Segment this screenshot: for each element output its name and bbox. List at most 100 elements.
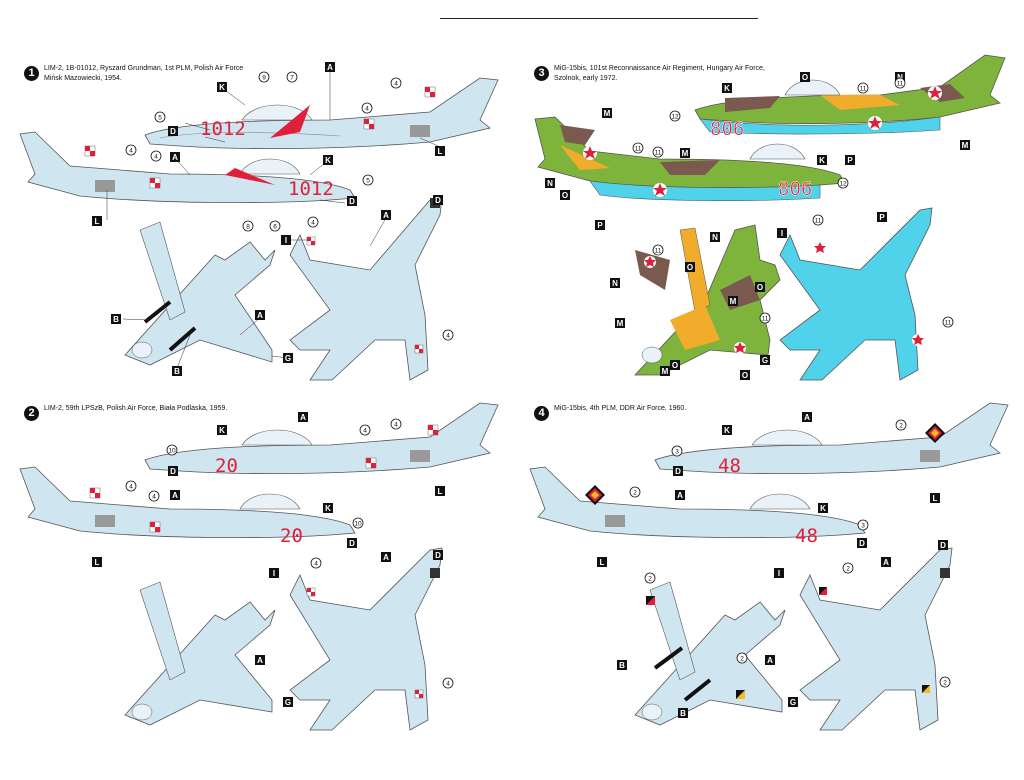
callout-2: 2 [846,566,850,573]
polish-checker [89,487,101,499]
label-K: K [325,504,331,513]
scheme-number-badge: 4 [534,406,549,421]
ddr-emblem [736,690,745,699]
callout-2: 2 [943,680,947,687]
callout-10: 10 [354,521,362,528]
callout-6: 6 [273,224,277,231]
callout-9: 9 [262,75,266,82]
label-G: G [762,356,768,365]
scheme-number-badge: 2 [24,406,39,421]
polish-checker [365,457,377,469]
callout-11: 11 [815,218,822,225]
label-I: I [778,569,780,578]
label-A: A [327,63,333,72]
label-A: A [767,656,773,665]
callout-2: 2 [740,656,744,663]
callout-4: 4 [446,333,450,340]
ddr-emblem [819,587,827,595]
profile-left-facing: 806 [694,54,1006,140]
planform-top [124,581,276,726]
ddr-emblem [585,485,605,505]
label-O: O [802,73,808,82]
planform-bottom [289,547,443,731]
red-star-insignia [734,342,746,354]
red-star-insignia [653,183,667,197]
scheme-number-badge: 3 [534,66,549,81]
label-N: N [897,73,903,82]
label-O: O [672,361,678,370]
callout-11: 11 [655,248,662,255]
profile-right-facing: 48 [529,466,866,547]
label-O: O [757,283,763,292]
label-P: P [879,213,885,222]
planform-bottom [799,547,953,731]
label-K: K [219,426,225,435]
label-O: O [562,191,568,200]
label-L: L [438,487,443,496]
label-K: K [724,426,730,435]
scheme-panel-4: 4 MiG-15bis, 4th PLM, DDR Air Force, 196… [520,400,1024,780]
callout-4: 4 [365,106,369,113]
label-A: A [257,311,263,320]
callout-4: 4 [311,220,315,227]
label-L: L [95,217,100,226]
callout-11: 11 [655,150,662,157]
callout-3: 3 [861,523,865,530]
label-M: M [617,319,624,328]
callout-4: 4 [129,484,133,491]
callout-2: 2 [633,490,637,497]
red-star-insignia [814,242,826,254]
label-A: A [172,153,178,162]
label-K: K [819,156,825,165]
label-M: M [662,367,669,376]
header-rule [440,18,758,19]
label-A: A [383,211,389,220]
label-A: A [172,491,178,500]
caption-line: MiG-15bis, 101st Reconnaissance Air Regi… [554,65,765,72]
callout-2: 2 [648,576,652,583]
red-star-insignia [868,116,882,130]
label-L: L [933,494,938,503]
red-star-insignia [583,146,597,160]
label-L: L [438,147,443,156]
serial-number: 20 [280,525,303,547]
red-star-insignia [912,334,924,346]
label-A: A [300,413,306,422]
label-D: D [349,539,355,548]
label-A: A [383,553,389,562]
label-K: K [325,156,331,165]
red-star-insignia [644,256,656,268]
aircraft-drawings: 48 48 A K D L A K D L [529,402,1009,731]
label-B: B [619,661,625,670]
callout-11: 11 [897,81,904,88]
label-M: M [730,297,737,306]
label-K: K [820,504,826,513]
callout-4: 4 [394,422,398,429]
label-O: O [687,263,693,272]
label-D: D [940,541,946,550]
label-M: M [604,109,611,118]
polish-checker [84,145,96,157]
label-N: N [547,179,553,188]
callout-4: 4 [314,561,318,568]
label-L: L [95,558,100,567]
planform-top [124,221,276,366]
label-B: B [174,367,180,376]
label-D: D [859,539,865,548]
ddr-emblem [922,685,930,693]
label-P: P [597,221,603,230]
polish-checker [149,521,161,533]
label-A: A [257,656,263,665]
callout-12: 12 [671,114,679,121]
callout-5: 5 [366,178,370,185]
serial-number: 1012 [200,118,246,140]
label-K: K [219,83,225,92]
label-D: D [170,127,176,136]
serial-number: 48 [795,525,818,547]
label-L: L [600,558,605,567]
label-G: G [790,698,796,707]
callout-4: 4 [129,148,133,155]
profile-right-facing: 806 [534,116,846,201]
label-I: I [781,229,783,238]
callout-4: 4 [394,81,398,88]
